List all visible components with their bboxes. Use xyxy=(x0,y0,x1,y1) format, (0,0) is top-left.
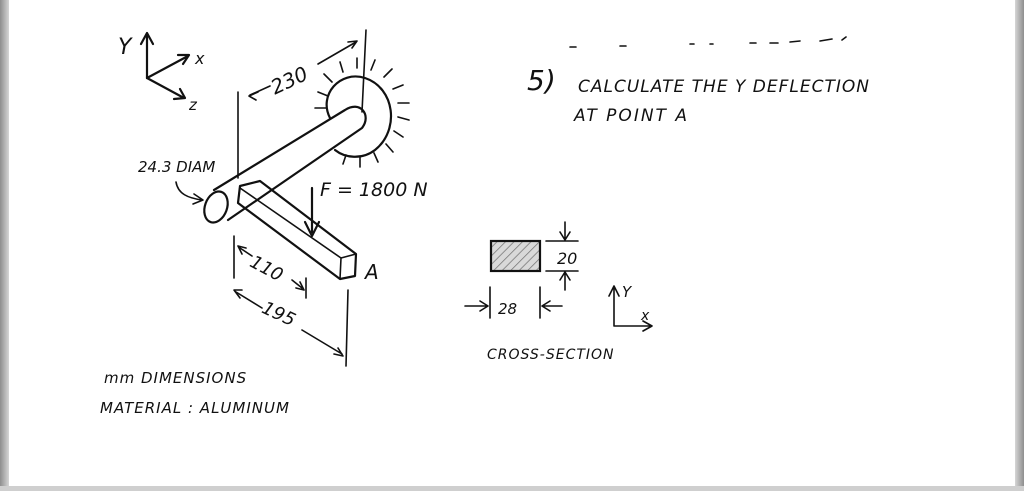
material-note: MATERIAL : ALUMINUM xyxy=(100,399,290,417)
wall-support xyxy=(314,57,410,168)
main-axis-x-label: x xyxy=(194,49,205,68)
point-a-label: A xyxy=(363,260,379,284)
page-border-left xyxy=(0,0,9,491)
cross-section-caption: CROSS-SECTION xyxy=(487,347,615,363)
diameter-label: 24.3 DIAM xyxy=(138,158,215,176)
force-arrow xyxy=(303,186,321,238)
dimension-195: 195 xyxy=(233,289,349,367)
problem-line-1: CALCULATE THE Y DEFLECTION xyxy=(578,77,870,97)
length-110-label: 110 xyxy=(246,252,286,287)
page-border-bottom xyxy=(0,486,1024,491)
main-axis-y-label: Y xyxy=(118,35,133,60)
width-label: 28 xyxy=(498,300,517,318)
page-border-right xyxy=(1015,0,1024,491)
cross-section-figure: 20 28 CROSS-SECTION xyxy=(464,221,615,363)
cross-axis-x-label: x xyxy=(640,308,650,324)
height-label: 20 xyxy=(557,249,577,268)
problem-line-2: AT POINT A xyxy=(573,106,689,126)
length-195-label: 195 xyxy=(259,297,299,331)
units-note: mm DIMENSIONS xyxy=(104,369,247,387)
rectangular-arm xyxy=(236,179,358,281)
problem-statement: 5) CALCULATE THE Y DEFLECTION AT POINT A xyxy=(527,64,870,126)
shaft-cylinder xyxy=(203,105,367,224)
diameter-callout: 24.3 DIAM xyxy=(138,158,215,205)
y-axis-arrow xyxy=(139,31,155,80)
notes: mm DIMENSIONS MATERIAL : ALUMINUM xyxy=(100,369,290,417)
cross-section-rectangle xyxy=(489,239,542,273)
z-axis-arrow xyxy=(145,76,187,101)
main-axes: Y x z xyxy=(118,31,205,114)
main-axis-z-label: z xyxy=(188,96,198,114)
length-230-label: 230 xyxy=(267,61,312,99)
x-axis-arrow xyxy=(145,53,191,80)
force-label: F = 1800 N xyxy=(320,179,428,201)
cross-axis-y-label: Y xyxy=(622,283,633,301)
problem-number: 5) xyxy=(527,64,556,97)
cross-section-axes: Y x xyxy=(608,283,653,332)
cropped-text-fragment xyxy=(569,36,847,48)
